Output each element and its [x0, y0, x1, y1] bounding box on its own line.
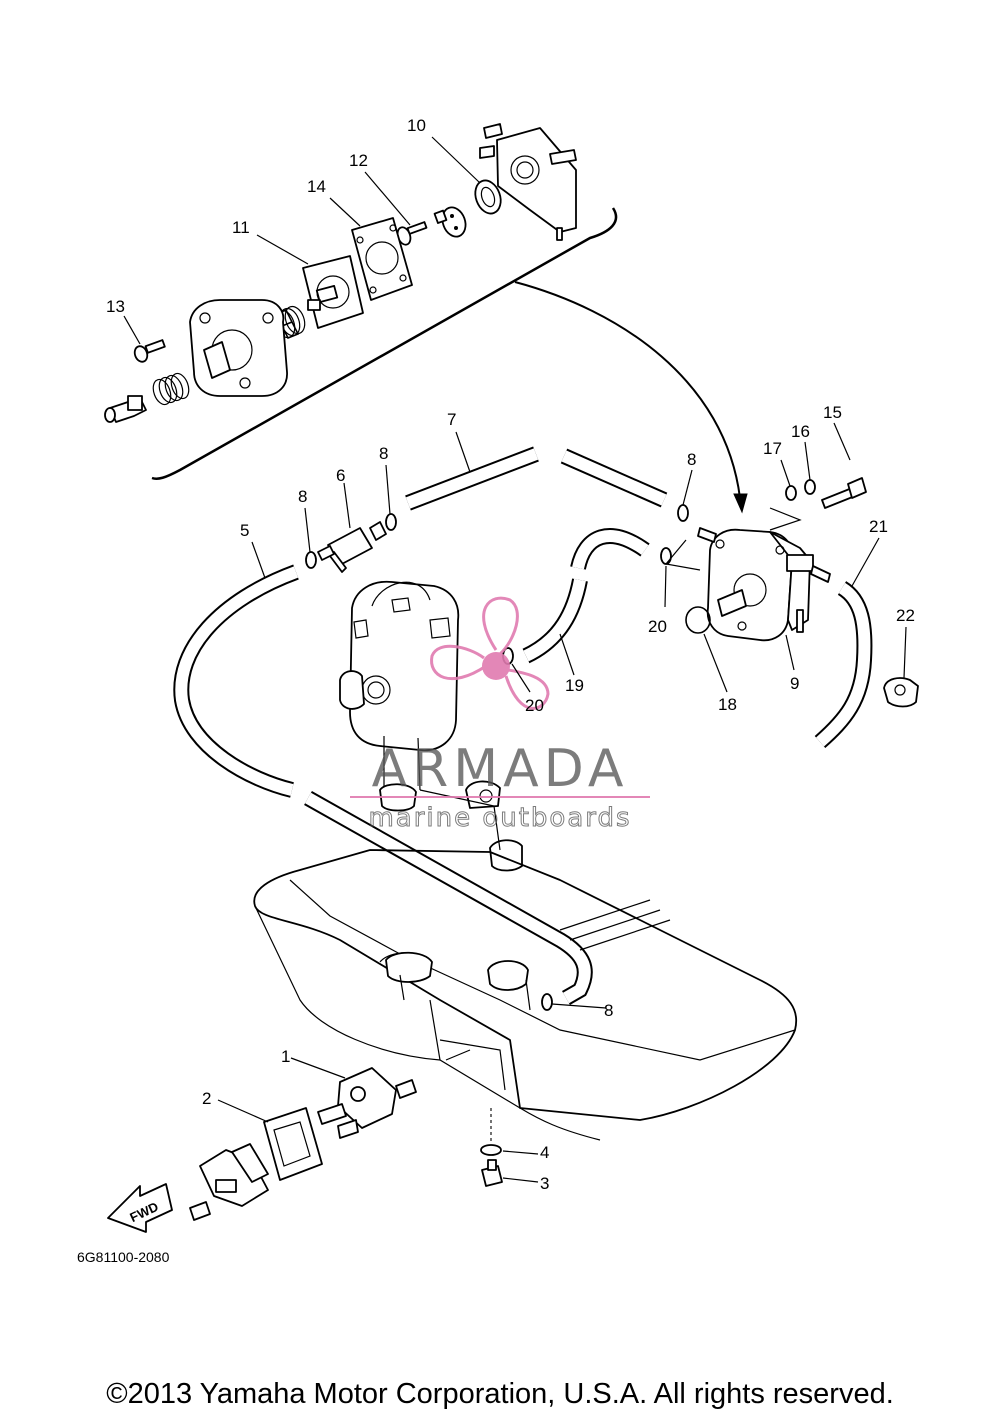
- callout-2: 2: [202, 1089, 211, 1108]
- callout-21: 21: [869, 517, 888, 536]
- watermark-brand: ARMADA: [372, 739, 629, 799]
- diaphragm-valve: [474, 179, 502, 215]
- callout-20-a: 20: [648, 617, 667, 636]
- check-valve-disc: [433, 206, 467, 238]
- carburetor: [339, 580, 523, 872]
- leader-lines: [217, 422, 907, 1183]
- bolt-part-15: [821, 477, 867, 509]
- leader-line-10: [431, 136, 481, 184]
- fuel-pump-exploded-group: [104, 123, 618, 480]
- copyright-notice: ©2013 Yamaha Motor Corporation, U.S.A. A…: [106, 1378, 894, 1410]
- propeller-logo: [430, 596, 550, 710]
- assembly-arrow: [514, 281, 748, 514]
- fuel-tank: [253, 849, 798, 1141]
- connector-zigzag-left: [664, 539, 701, 571]
- callout-7: 7: [447, 410, 456, 429]
- gasket-part-14: [351, 217, 413, 301]
- washer-part-16: [804, 479, 816, 495]
- callout-3: 3: [540, 1174, 549, 1193]
- o-ring-part-18: [685, 606, 711, 634]
- part-callouts: 1 2 3 4 5 6 7 8 8 8 8 8 9 10 11 12 13 14…: [106, 116, 915, 1193]
- clip-8-left: [305, 551, 317, 569]
- fuel-joint-part-1: [317, 1067, 417, 1139]
- callout-10: 10: [407, 116, 426, 135]
- callout-8-c: 8: [687, 450, 696, 469]
- callout-16: 16: [791, 422, 810, 441]
- washer-part-17: [785, 485, 797, 501]
- screw-part-12: [396, 221, 428, 246]
- callout-9: 9: [790, 674, 799, 693]
- connector-plug: [189, 1143, 269, 1221]
- callout-15: 15: [823, 403, 842, 422]
- watermark-tagline: marine outboards: [368, 803, 631, 833]
- callout-8-d: 8: [604, 1001, 613, 1020]
- clip-8-bottom: [541, 993, 553, 1011]
- diaphragm-assembly-part-11: [302, 255, 364, 329]
- callout-11: 11: [232, 218, 250, 237]
- callout-18: 18: [718, 695, 737, 714]
- bolt-part-3: [481, 1159, 503, 1187]
- small-spring: [152, 372, 190, 406]
- washer-part-4: [480, 1144, 502, 1156]
- callout-19: 19: [565, 676, 584, 695]
- callout-13: 13: [106, 297, 125, 316]
- callout-5: 5: [240, 521, 249, 540]
- callout-6: 6: [336, 466, 345, 485]
- group-bracket: [151, 207, 618, 480]
- hose-clips: [305, 504, 689, 1011]
- clip-8-right: [677, 504, 689, 522]
- pump-cover-part-10: [479, 123, 577, 241]
- callout-1: 1: [281, 1047, 290, 1066]
- callout-8-b: 8: [379, 444, 388, 463]
- fuel-filter-part-6: [317, 521, 387, 573]
- callout-8-a: 8: [298, 487, 307, 506]
- plunger: [104, 395, 147, 423]
- callout-17: 17: [763, 439, 782, 458]
- callout-14: 14: [307, 177, 326, 196]
- pump-body: [189, 299, 288, 397]
- clip-8-mid: [385, 513, 397, 531]
- drawing-code: 6G81100-2080: [77, 1249, 170, 1265]
- callout-20-b: 20: [525, 696, 544, 715]
- watermark-logo: ARMADA marine outboards: [350, 596, 650, 834]
- callout-4: 4: [540, 1143, 549, 1162]
- callout-12: 12: [349, 151, 368, 170]
- fuel-pump-part-9: [697, 527, 831, 642]
- screw-part-13: [133, 339, 166, 363]
- fwd-arrow-marker: FWD: [107, 1183, 173, 1233]
- leader-line-11: [256, 234, 309, 265]
- clamp-part-22: [883, 677, 919, 708]
- hoses: [173, 446, 873, 1005]
- gasket-part-2: [263, 1107, 323, 1181]
- clip-20-right: [660, 547, 672, 565]
- leader-line-12: [364, 171, 411, 226]
- connector-zigzag: [769, 507, 802, 531]
- leader-line-13: [123, 315, 141, 345]
- callout-22: 22: [896, 606, 915, 625]
- leader-line-14: [329, 197, 361, 227]
